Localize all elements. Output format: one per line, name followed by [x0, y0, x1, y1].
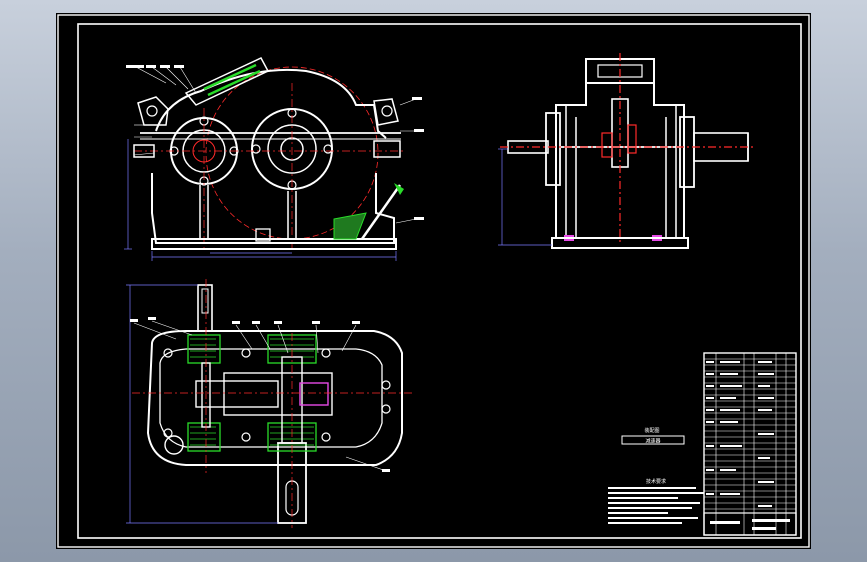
- left-lifting-lug: [137, 96, 169, 126]
- outer-frame: [57, 14, 810, 548]
- side-dimensions: [498, 148, 552, 246]
- side-red-parts: [500, 53, 756, 243]
- plan-pinion: [195, 380, 279, 408]
- cad-drawing-sheet: 装配图 减速器 技术要求: [57, 14, 810, 548]
- gear-bearing-inner: [267, 124, 317, 174]
- plan-drain-boss: [164, 435, 184, 455]
- plan-dimensions: [126, 284, 278, 524]
- inspection-cover: [184, 57, 270, 106]
- title-block-main: [703, 512, 797, 536]
- housing-base-body: [151, 173, 395, 244]
- plan-housing-outline: [146, 330, 403, 466]
- drawing-viewport[interactable]: 装配图 减速器 技术要求: [56, 13, 811, 549]
- small-label: 减速器: [645, 438, 660, 445]
- notes-lines: [608, 487, 704, 524]
- side-right-bearing-cap: [679, 116, 695, 188]
- small-label-caption: 装配图: [644, 427, 659, 434]
- right-lifting-lug: [373, 98, 399, 126]
- plan-input-keyway: [201, 288, 209, 314]
- oil-dipstick: [360, 184, 402, 240]
- small-label-box: 装配图 减速器: [621, 427, 685, 445]
- top-view: [126, 279, 412, 528]
- plan-gear-hub: [299, 382, 329, 406]
- front-dimensions: [124, 139, 397, 261]
- base-foot: [151, 238, 397, 250]
- front-view: [124, 57, 424, 261]
- housing-cover-outline: [155, 68, 387, 139]
- plan-part-numbers: [130, 317, 390, 472]
- front-part-numbers: [126, 65, 424, 220]
- oil-level-hatch: [333, 212, 367, 240]
- plan-bolt-holes: [163, 348, 391, 442]
- dipstick-cap: [394, 183, 404, 195]
- side-left-bearing-cap: [545, 112, 561, 186]
- technical-notes: 技术要求: [608, 478, 704, 524]
- inner-frame: [77, 23, 802, 539]
- plan-input-shaft: [197, 284, 213, 332]
- input-shaft-end: [133, 144, 155, 158]
- side-view: [498, 53, 756, 249]
- title-block-grid: [704, 353, 796, 535]
- notes-title: 技术要求: [646, 478, 666, 485]
- right-lug-hole: [381, 105, 393, 117]
- title-block: [703, 352, 797, 536]
- left-lug-hole: [146, 105, 158, 117]
- output-shaft-end: [373, 140, 401, 158]
- plan-leaders: [133, 320, 387, 472]
- gear-pitch-circle: [205, 66, 379, 240]
- inspection-cover-hatch: [203, 63, 261, 97]
- drain-plug: [255, 228, 271, 242]
- plan-big-gear: [223, 372, 333, 416]
- title-block-text-marks: [706, 361, 790, 530]
- side-inner-walls: [565, 105, 677, 238]
- side-base: [551, 237, 689, 249]
- plan-inner-wall: [159, 348, 383, 448]
